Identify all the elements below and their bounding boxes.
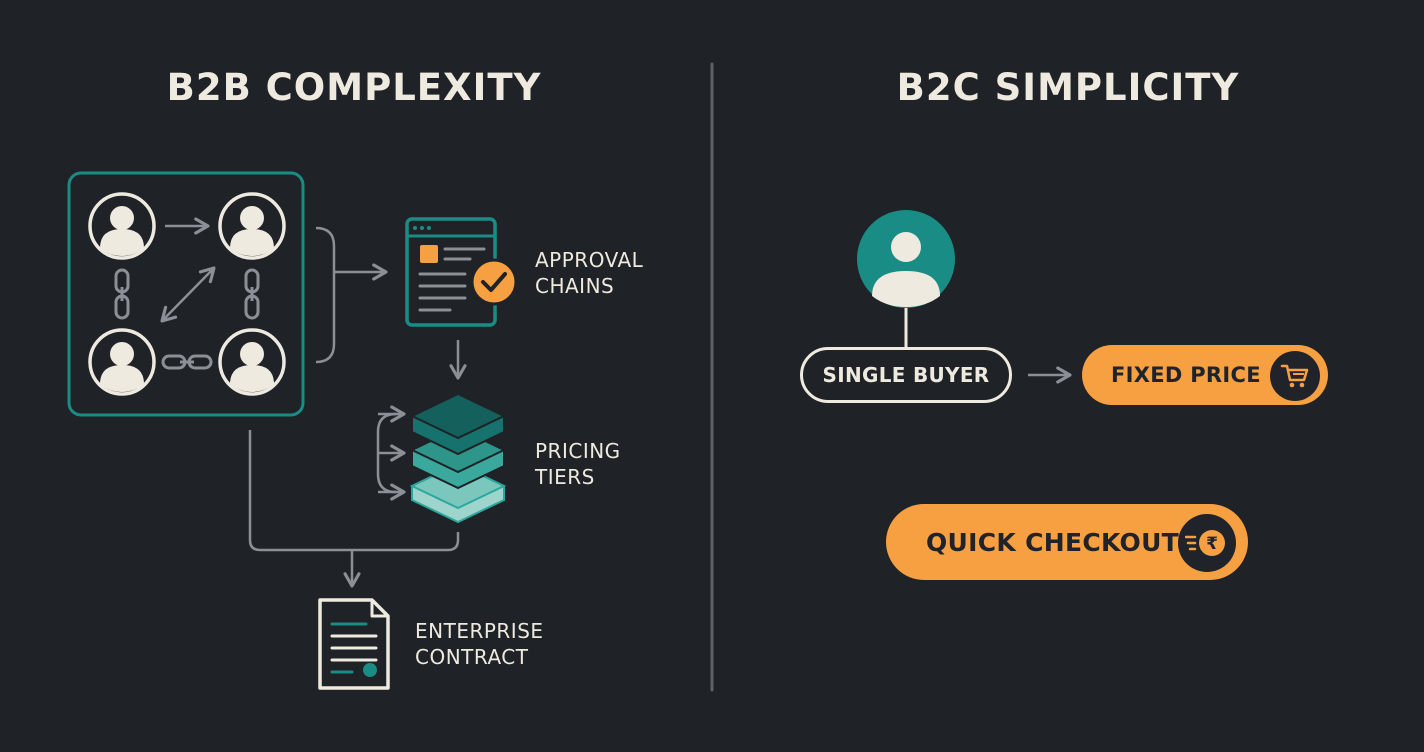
pricing-tiers-label: PRICING TIERS bbox=[535, 438, 621, 490]
chain-link-icon bbox=[161, 354, 213, 370]
single-buyer-label: SINGLE BUYER bbox=[822, 363, 990, 387]
connector bbox=[248, 430, 460, 552]
buyer-avatar-icon bbox=[857, 210, 955, 308]
quick-checkout-button[interactable]: QUICK CHECKOUT ₹ bbox=[886, 504, 1248, 580]
user-icon bbox=[88, 328, 156, 396]
b2c-title: B2C SIMPLICITY bbox=[896, 66, 1240, 109]
quick-checkout-label: QUICK CHECKOUT bbox=[926, 527, 1180, 557]
approval-chains-line1: APPROVAL bbox=[535, 248, 644, 272]
connector bbox=[315, 226, 336, 364]
pricing-tiers-line2: TIERS bbox=[535, 465, 595, 489]
single-buyer-pill: SINGLE BUYER bbox=[800, 347, 1012, 403]
rupee-symbol: ₹ bbox=[1206, 534, 1218, 554]
pricing-tiers-line1: PRICING bbox=[535, 439, 621, 463]
user-icon bbox=[218, 192, 286, 260]
enterprise-contract-line2: CONTRACT bbox=[415, 645, 529, 669]
b2b-title: B2B COMPLEXITY bbox=[166, 66, 542, 109]
approval-chains-line2: CHAINS bbox=[535, 274, 615, 298]
stakeholder-arrow bbox=[160, 266, 216, 323]
shopping-cart-icon bbox=[1270, 351, 1320, 401]
stakeholders-box bbox=[67, 171, 305, 417]
rupee-fast-icon: ₹ bbox=[1178, 514, 1236, 572]
approval-chains-label: APPROVAL CHAINS bbox=[535, 247, 643, 299]
stacked-layers-icon bbox=[409, 392, 507, 524]
fixed-price-pill: FIXED PRICE bbox=[1082, 345, 1328, 405]
enterprise-contract-label: ENTERPRISE CONTRACT bbox=[415, 618, 544, 670]
fixed-price-label: FIXED PRICE bbox=[1111, 363, 1261, 387]
user-icon bbox=[218, 328, 286, 396]
enterprise-contract-line1: ENTERPRISE bbox=[415, 619, 544, 643]
document-check-icon bbox=[405, 217, 518, 327]
chain-link-icon bbox=[114, 268, 130, 320]
contract-document-icon bbox=[318, 598, 390, 690]
chain-link-icon bbox=[244, 268, 260, 320]
user-icon bbox=[88, 192, 156, 260]
